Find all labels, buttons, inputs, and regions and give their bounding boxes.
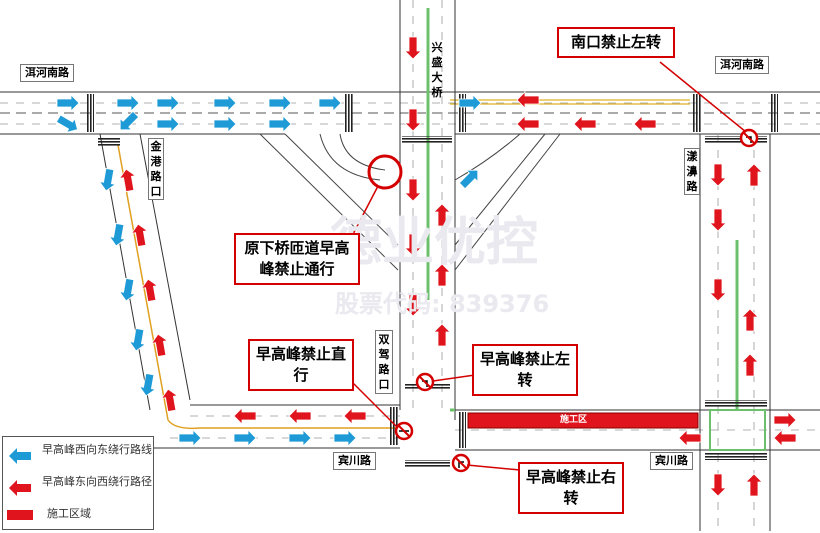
legend-item-blue: 早高峰西向东绕行路线 xyxy=(7,443,152,469)
callout-no-left: 早高峰禁止左转 xyxy=(472,344,578,396)
callout-ramp-closed: 原下桥匝道早高峰禁止通行 xyxy=(234,233,360,285)
ramps xyxy=(259,133,561,271)
construction-swatch-icon xyxy=(7,510,33,520)
construction-label: 施工区 xyxy=(560,415,588,425)
callout-no-straight: 早高峰禁止直行 xyxy=(248,339,354,391)
legend-label-red: 早高峰东向西绕行路径 xyxy=(42,475,152,488)
legend-label-blue: 早高峰西向东绕行路线 xyxy=(42,443,152,456)
road-label-yangchi: 漾濞路 xyxy=(684,148,700,195)
no-left-turn-south-icon xyxy=(739,128,759,148)
road-label-erhe-south-left: 洱河南路 xyxy=(20,64,74,82)
red-arrow-icon xyxy=(9,480,31,496)
legend-item-red: 早高峰东向西绕行路径 xyxy=(7,475,152,501)
no-right-turn-icon xyxy=(451,453,471,473)
no-straight-icon xyxy=(394,421,414,441)
road-label-shuangjia: 双驾路口 xyxy=(375,330,393,394)
binchuan-road xyxy=(150,404,820,451)
road-label-jingang: 金港路口 xyxy=(148,138,164,200)
road-label-erhe-south-right: 洱河南路 xyxy=(715,56,769,74)
road-label-xingsheng: 兴盛大桥 xyxy=(431,41,443,99)
callout-south-no-left: 南口禁止左转 xyxy=(557,27,675,58)
road-label-binchuan-right: 宾川路 xyxy=(650,452,693,470)
construction-zone xyxy=(467,412,699,429)
legend-item-construction: 施工区域 xyxy=(7,507,151,533)
yangchi-road xyxy=(699,134,771,531)
legend: 早高峰西向东绕行路线 早高峰东向西绕行路径 施工区域 xyxy=(2,436,154,530)
legend-label-construction: 施工区域 xyxy=(47,507,91,520)
watermark-logo: 德业优控 xyxy=(330,213,539,273)
ramp-closed-marker xyxy=(367,154,403,190)
road-label-binchuan-left: 宾川路 xyxy=(333,452,376,470)
watermark-code: 股票代码: 839376 xyxy=(335,290,550,318)
callout-no-right: 早高峰禁止右转 xyxy=(518,462,624,514)
blue-arrow-icon xyxy=(9,448,31,464)
no-left-turn-icon xyxy=(415,372,435,392)
